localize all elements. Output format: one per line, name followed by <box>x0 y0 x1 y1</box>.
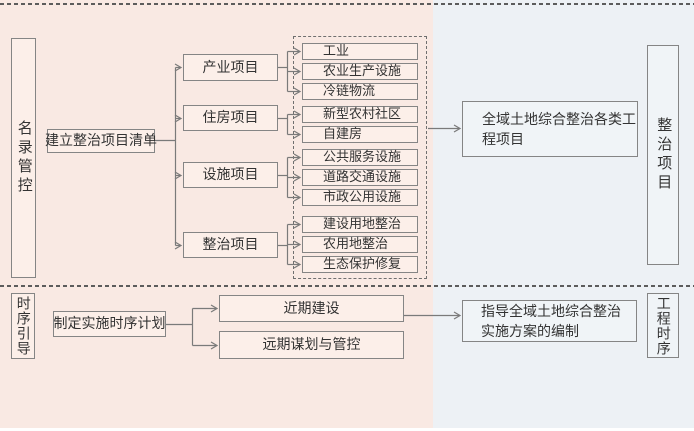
side-label-project-sequence-text: 工程时序 <box>655 295 672 356</box>
group-box-industry: 产业项目 <box>183 54 278 81</box>
item-box-renovation-1: 建设用地整治 <box>302 216 418 233</box>
root-box-project-list-text: 建立整治项目清单 <box>45 132 157 149</box>
item-text: 农用地整治 <box>323 236 389 252</box>
item-box-facilities-3: 市政公用设施 <box>302 189 418 206</box>
item-box-renovation-2: 农用地整治 <box>302 236 418 253</box>
group-box-renovation: 整治项目 <box>183 232 278 258</box>
item-box-industry-1: 工业 <box>302 43 418 60</box>
side-label-project-sequence: 工程时序 <box>647 293 679 358</box>
group-box-facilities-text: 设施项目 <box>202 166 259 183</box>
branch-box-near-term-text: 近期建设 <box>283 299 340 316</box>
branch-box-long-term: 远期谋划与管控 <box>219 331 404 359</box>
group-box-housing: 住房项目 <box>183 105 278 131</box>
result-box-engineering-projects: 全域土地综合整治各类工程项目 <box>462 101 638 157</box>
item-box-renovation-3: 生态保护修复 <box>302 256 418 273</box>
side-label-renovation-projects-text: 整治项目 <box>655 117 673 193</box>
result-box-plan-guidance: 指导全域土地综合整治实施方案的编制 <box>462 300 637 342</box>
root-box-schedule-plan-text: 制定实施时序计划 <box>53 315 166 332</box>
side-label-directory-control-text: 名录管控 <box>15 120 33 196</box>
side-label-renovation-projects: 整治项目 <box>647 45 679 265</box>
item-box-industry-2: 农业生产设施 <box>302 63 418 80</box>
result-box-plan-guidance-text: 指导全域土地综合整治实施方案的编制 <box>481 303 621 339</box>
section-divider-dashed-line <box>0 285 694 287</box>
root-box-project-list: 建立整治项目清单 <box>45 129 157 153</box>
group-box-housing-text: 住房项目 <box>202 109 259 126</box>
top-dashed-line <box>0 3 694 5</box>
item-text: 冷链物流 <box>323 83 376 99</box>
item-box-housing-1: 新型农村社区 <box>302 106 418 123</box>
item-text: 自建房 <box>323 126 363 142</box>
root-box-schedule-plan: 制定实施时序计划 <box>53 311 166 337</box>
branch-box-near-term: 近期建设 <box>219 295 404 322</box>
group-box-industry-text: 产业项目 <box>202 58 259 75</box>
item-text: 农业生产设施 <box>323 63 402 79</box>
item-text: 生态保护修复 <box>323 256 402 272</box>
item-text: 建设用地整治 <box>323 216 402 232</box>
side-label-sequence-guidance-text: 时序引导 <box>15 296 32 356</box>
side-label-directory-control: 名录管控 <box>11 38 36 278</box>
item-box-industry-3: 冷链物流 <box>302 83 418 100</box>
result-box-engineering-projects-text: 全域土地综合整治各类工程项目 <box>482 111 636 147</box>
branch-box-long-term-text: 远期谋划与管控 <box>262 336 361 353</box>
item-text: 道路交通设施 <box>323 169 402 185</box>
side-label-sequence-guidance: 时序引导 <box>11 293 35 359</box>
item-box-facilities-2: 道路交通设施 <box>302 169 418 186</box>
item-text: 新型农村社区 <box>323 106 402 122</box>
group-box-renovation-text: 整治项目 <box>202 236 259 253</box>
group-box-facilities: 设施项目 <box>183 162 278 188</box>
item-text: 工业 <box>323 43 350 59</box>
item-text: 公共服务设施 <box>323 149 402 165</box>
item-box-housing-2: 自建房 <box>302 126 418 143</box>
item-box-facilities-1: 公共服务设施 <box>302 149 418 166</box>
item-text: 市政公用设施 <box>323 189 402 205</box>
